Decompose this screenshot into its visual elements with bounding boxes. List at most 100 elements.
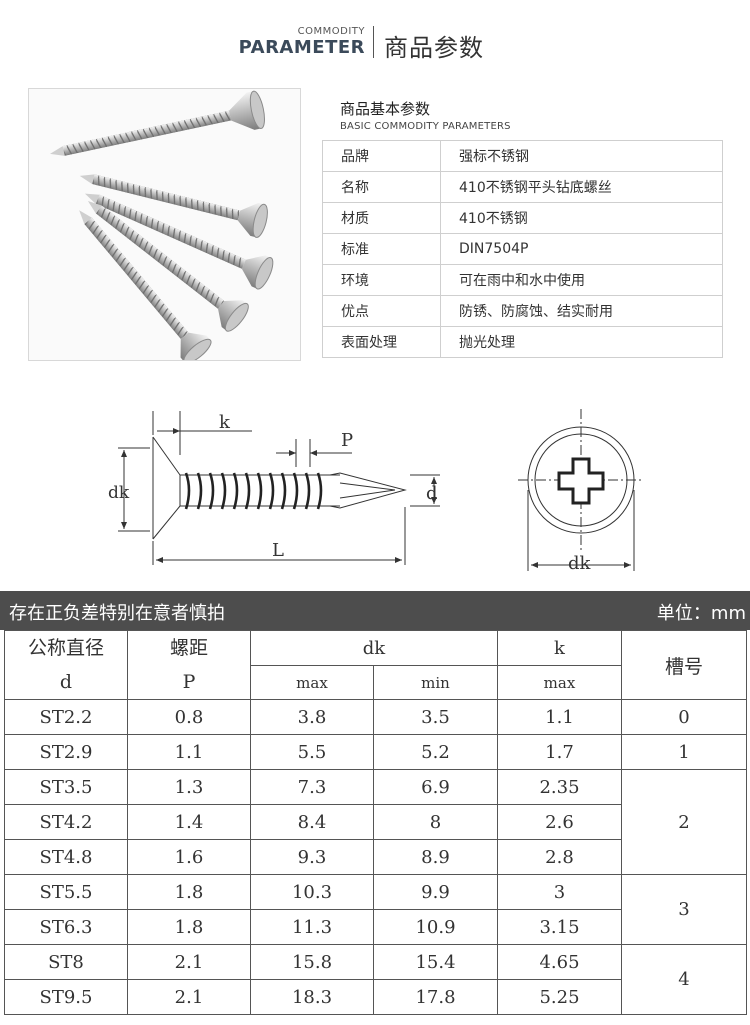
label-k: k <box>219 412 231 433</box>
cell-dkmax: 9.3 <box>250 839 374 875</box>
header-dk: dk <box>250 630 498 666</box>
param-key: 环境 <box>322 264 441 296</box>
param-key: 品牌 <box>322 140 441 172</box>
section-header: COMMODITY PARAMETER 商品参数 <box>0 0 750 80</box>
param-value: 抛光处理 <box>440 326 723 358</box>
cell-k: 1.7 <box>497 734 622 770</box>
cell-dkmin: 8.9 <box>373 839 498 875</box>
cell-k: 3.15 <box>497 909 622 945</box>
cell-dkmax: 5.5 <box>250 734 374 770</box>
cell-p: 0.8 <box>127 699 251 735</box>
param-key: 名称 <box>322 171 441 203</box>
label-dk-top: dk <box>568 553 592 574</box>
param-key: 材质 <box>322 202 441 234</box>
cell-dkmin: 9.9 <box>373 874 498 910</box>
cell-d: ST9.5 <box>4 979 128 1015</box>
cell-dkmin: 17.8 <box>373 979 498 1015</box>
param-value: 410不锈钢 <box>440 202 723 234</box>
header-slot: 槽号 <box>621 630 747 700</box>
cell-k: 3 <box>497 874 622 910</box>
banner-notice: 存在正负差特别在意者慎拍 <box>9 603 225 624</box>
cell-dkmin: 6.9 <box>373 769 498 805</box>
header-en-small: COMMODITY <box>297 26 365 37</box>
product-photo <box>28 88 301 364</box>
label-dk-side: dk <box>108 483 130 503</box>
cell-k: 1.1 <box>497 699 622 735</box>
cell-d: ST5.5 <box>4 874 128 910</box>
cell-slot: 2 <box>621 769 747 875</box>
cell-p: 1.8 <box>127 874 251 910</box>
cell-k: 4.65 <box>497 944 622 980</box>
param-value: 防锈、防腐蚀、结实耐用 <box>440 295 723 327</box>
cell-dkmin: 3.5 <box>373 699 498 735</box>
cell-d: ST2.2 <box>4 699 128 735</box>
banner-unit: 单位：mm <box>656 603 746 624</box>
cell-dkmin: 10.9 <box>373 909 498 945</box>
header-k: k <box>497 630 622 666</box>
table-row: 品牌强标不锈钢 <box>322 140 723 172</box>
header-nominal-symbol: d <box>59 671 73 693</box>
cell-dkmin: 15.4 <box>373 944 498 980</box>
label-d: d <box>426 483 438 504</box>
cell-k: 5.25 <box>497 979 622 1015</box>
cell-d: ST3.5 <box>4 769 128 805</box>
cell-p: 1.8 <box>127 909 251 945</box>
cell-slot: 1 <box>621 734 747 770</box>
param-key: 标准 <box>322 233 441 265</box>
param-value: DIN7504P <box>440 233 723 265</box>
cell-dkmax: 15.8 <box>250 944 374 980</box>
cell-p: 2.1 <box>127 944 251 980</box>
table-subheader-row: max min max <box>5 665 747 700</box>
header-title-cn: 商品参数 <box>384 34 484 62</box>
table-header-row: 公称直径 d 螺距 P dk k 槽号 <box>4 630 747 700</box>
cell-dkmin: 8 <box>373 804 498 840</box>
header-nominal-label: 公称直径 <box>27 637 104 659</box>
cell-dkmax: 18.3 <box>250 979 374 1015</box>
param-value: 强标不锈钢 <box>440 140 723 172</box>
screw-dimension-drawing: k P dk d L dk <box>108 409 644 574</box>
header-pitch-label: 螺距 <box>169 637 208 659</box>
table-row: 优点防锈、防腐蚀、结实耐用 <box>322 295 723 327</box>
label-L: L <box>272 540 284 561</box>
cell-slot: 3 <box>621 874 747 945</box>
cell-slot: 4 <box>621 944 747 1015</box>
basic-params-title: 商品基本参数 <box>340 100 431 118</box>
screws-illustration <box>50 90 274 364</box>
cell-dkmax: 3.8 <box>250 699 374 735</box>
cell-slot: 0 <box>621 699 747 735</box>
cell-d: ST6.3 <box>4 909 128 945</box>
cell-k: 2.8 <box>497 839 622 875</box>
cell-d: ST2.9 <box>4 734 128 770</box>
header-divider <box>373 26 374 58</box>
header-k-max: max <box>497 665 622 700</box>
cell-dkmax: 7.3 <box>250 769 374 805</box>
header-pitch: 螺距 P <box>127 630 251 700</box>
cell-p: 2.1 <box>127 979 251 1015</box>
cell-dkmax: 8.4 <box>250 804 374 840</box>
header-dk-min: min <box>373 665 498 700</box>
table-row: 环境可在雨中和水中使用 <box>322 264 723 296</box>
cell-k: 2.6 <box>497 804 622 840</box>
header-dk-max: max <box>250 665 374 700</box>
header-nominal: 公称直径 d <box>4 630 128 700</box>
label-P: P <box>341 430 353 451</box>
cell-dkmax: 11.3 <box>250 909 374 945</box>
cell-d: ST4.2 <box>4 804 128 840</box>
param-value: 410不锈钢平头钻底螺丝 <box>440 171 723 203</box>
cell-p: 1.1 <box>127 734 251 770</box>
param-value: 可在雨中和水中使用 <box>440 264 723 296</box>
warning-banner: 存在正负差特别在意者慎拍 单位：mm <box>0 591 750 630</box>
param-key: 优点 <box>322 295 441 327</box>
header-pitch-symbol: P <box>182 671 196 693</box>
param-key: 表面处理 <box>322 326 441 358</box>
